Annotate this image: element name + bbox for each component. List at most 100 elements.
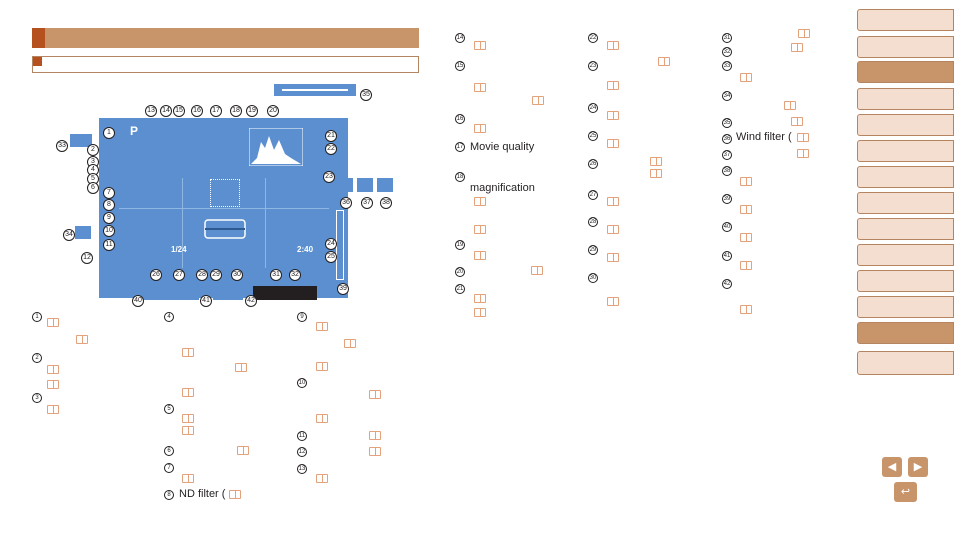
legend-movie-quality: Movie quality [470,141,535,153]
page-reference-icon [791,43,803,52]
histogram-icon [249,128,303,166]
af-frame [210,179,240,207]
page-reference-icon [607,297,619,306]
legend-number-20: 20 [455,267,465,277]
arrow-right-icon: ▶ [913,461,923,473]
callout-23: 23 [323,171,335,183]
legend-number-3: 3 [32,393,42,403]
grid-line [119,208,329,209]
legend-number-32: 32 [722,47,732,57]
camera-screen-diagram: P 2:40 1/24 [99,118,348,298]
callout-26: 26 [150,269,162,281]
legend-number-13: 13 [297,464,307,474]
legend-number-21: 21 [455,284,465,294]
toc-tab-8[interactable] [857,192,954,214]
scene-icon-box [70,134,92,147]
toc-tab-7[interactable] [857,166,954,188]
page-reference-icon [650,157,662,166]
callout-12: 12 [81,252,93,264]
legend-number-27: 27 [588,190,598,200]
callout-34: 34 [63,229,75,241]
page-reference-icon [344,339,356,348]
page-reference-icon [47,405,59,414]
page-reference-icon [229,490,241,499]
callout-10: 10 [103,225,115,237]
legend-number-29: 29 [588,245,598,255]
legend-number-25: 25 [588,131,598,141]
toc-tab-1[interactable] [857,9,954,31]
legend-number-38: 38 [722,166,732,176]
page-reference-icon [607,139,619,148]
toc-tab-13[interactable] [857,322,954,344]
tripod-icon-box [377,178,393,192]
legend-number-19: 19 [455,240,465,250]
page-reference-icon [47,318,59,327]
toc-tab-3[interactable] [857,61,954,83]
page-reference-icon [474,124,486,133]
callout-31: 31 [270,269,282,281]
legend-number-37: 37 [722,150,732,160]
callout-2: 2 [87,144,99,156]
callout-35: 35 [360,89,372,101]
toc-tab-5[interactable] [857,114,954,136]
legend-number-36: 36 [722,134,732,144]
callout-39: 39 [337,283,349,295]
toc-tab-14[interactable] [857,351,954,375]
toc-tab-4[interactable] [857,88,954,110]
callout-42: 42 [245,295,257,307]
callout-41: 41 [200,295,212,307]
zoom-bar [274,84,356,96]
exposure-level-bar [336,210,344,280]
toc-tab-10[interactable] [857,244,954,266]
legend-number-42: 42 [722,279,732,289]
page-reference-icon [531,266,543,275]
page-reference-icon [474,41,486,50]
callout-27: 27 [173,269,185,281]
legend-number-39: 39 [722,194,732,204]
page-reference-icon [474,308,486,317]
section-marker [32,28,45,48]
page-reference-icon [182,388,194,397]
next-page-button[interactable]: ▶ [908,457,928,477]
toc-tab-12[interactable] [857,296,954,318]
toc-tab-2[interactable] [857,36,954,58]
callout-11: 11 [103,239,115,251]
toc-tab-11[interactable] [857,270,954,292]
page-reference-icon [369,390,381,399]
callout-1: 1 [103,127,115,139]
page-reference-icon [791,117,803,126]
legend-number-14: 14 [455,33,465,43]
page-reference-icon [658,57,670,66]
page-reference-icon [740,305,752,314]
toc-tab-6[interactable] [857,140,954,162]
page-reference-icon [237,446,249,455]
legend-number-18: 18 [455,172,465,182]
legend-number-11: 11 [297,431,307,441]
legend-number-15: 15 [455,61,465,71]
previous-page-button[interactable]: ◀ [882,457,902,477]
callout-22: 22 [325,143,337,155]
return-button[interactable]: ↩ [894,482,917,502]
page-reference-icon [47,365,59,374]
page-reference-icon [784,101,796,110]
grid-line [265,178,266,268]
legend-number-35: 35 [722,118,732,128]
grid-line [182,178,183,268]
toc-tab-9[interactable] [857,218,954,240]
legend-number-4: 4 [164,312,174,322]
legend-wind-filter: Wind filter ( [736,131,792,143]
legend-magnification: magnification [470,182,535,194]
page-reference-icon [182,474,194,483]
legend-number-26: 26 [588,159,598,169]
page-reference-icon [740,261,752,270]
callout-19: 19 [246,105,258,117]
callout-30: 30 [231,269,243,281]
page-reference-icon [740,73,752,82]
legend-number-10: 10 [297,378,307,388]
page-reference-icon [607,253,619,262]
page-reference-icon [369,431,381,440]
callout-38: 38 [380,197,392,209]
legend-number-23: 23 [588,61,598,71]
stabilizer-icon-box [337,178,353,192]
callout-40: 40 [132,295,144,307]
